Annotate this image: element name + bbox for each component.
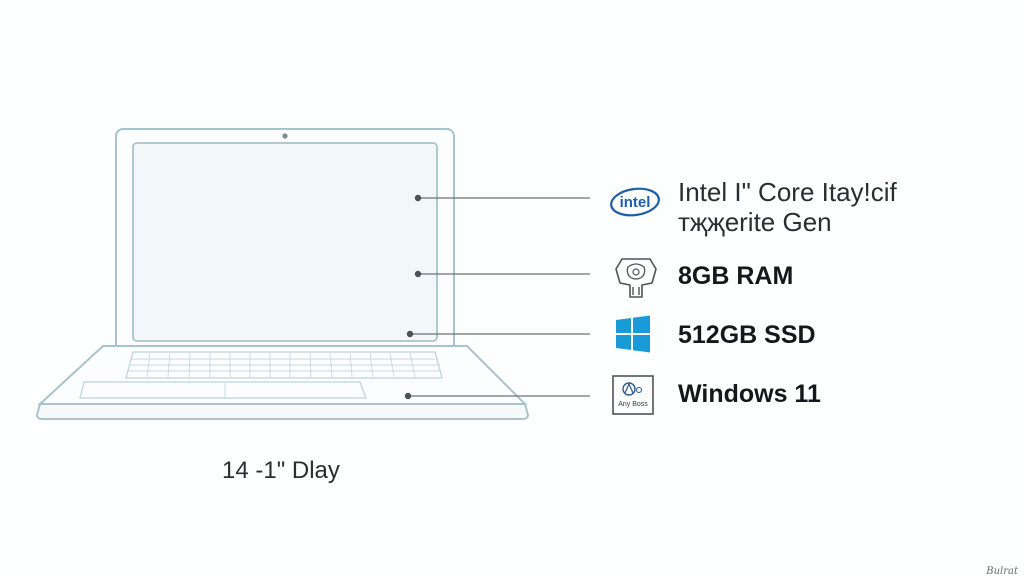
intel-logo-icon: intel [610,187,660,217]
windows-logo-icon [616,315,650,353]
laptop-base [37,345,528,405]
os-badge-icon: Any Boss [612,375,654,415]
trackpad [79,381,367,399]
leader-line-ram [414,270,590,278]
cpu-spec-line1: Intel I" Core Itay!cif [678,177,897,207]
keyboard-area [125,351,443,379]
laptop-screen [132,142,438,342]
leader-line-cpu [414,194,590,202]
watermark: Bulrat [986,566,1018,577]
intel-logo-text: intel [620,194,651,211]
laptop-base-front [35,403,530,420]
ram-spec-label: 8GB RAM [678,262,794,290]
display-caption: 14 -1" Dlay [222,457,340,484]
storage-spec-label: 512GB SSD [678,321,816,349]
webcam [282,133,288,139]
os-spec-label: Windows 11 [678,380,821,408]
os-badge-text: Any Boss [618,401,648,408]
leader-line-os [404,392,590,400]
keyboard-keys [128,352,441,378]
memory-chip-icon [615,258,657,298]
leader-line-storage [406,330,590,338]
cpu-spec-line2: тҗҗerite Gen [678,207,832,237]
